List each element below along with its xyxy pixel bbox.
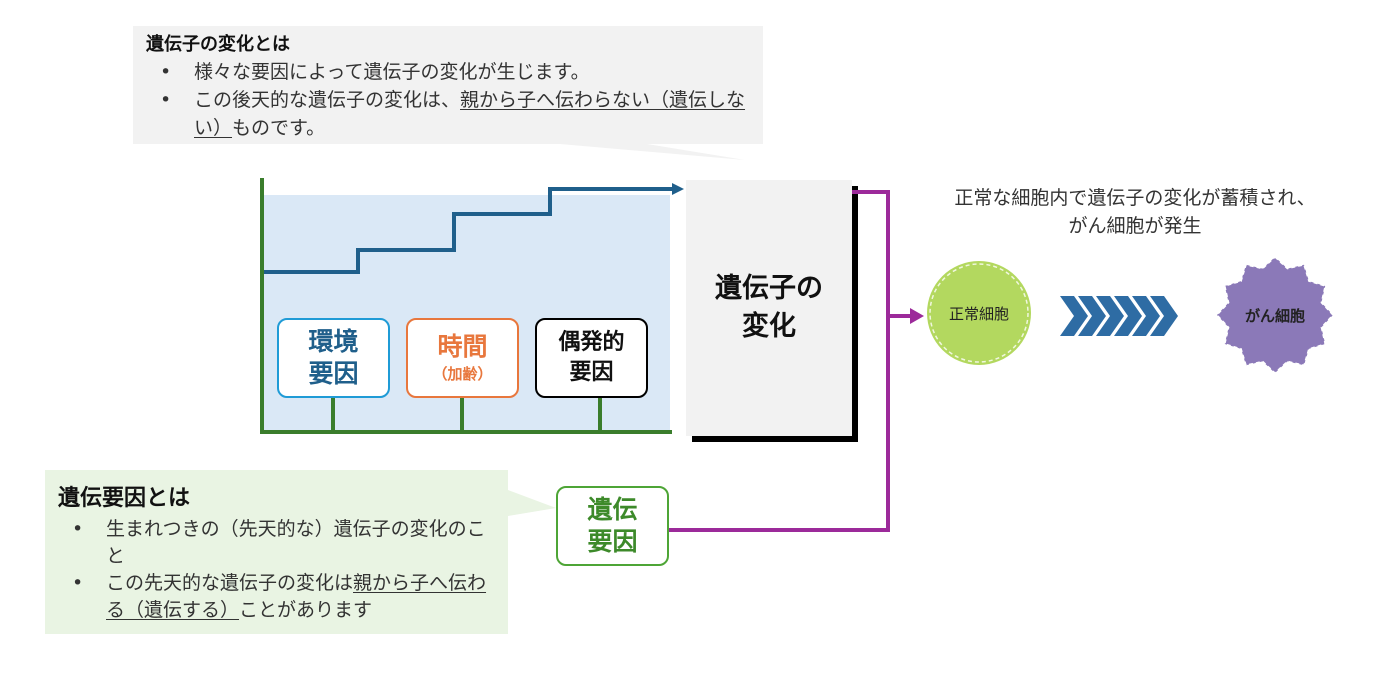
bottom-callout-bullet-1: 生まれつきの（先天的な）遺伝子の変化のこと bbox=[58, 516, 503, 570]
gene-change-label: 遺伝子の 変化 bbox=[715, 273, 823, 342]
top-callout: 遺伝子の変化とは 様々な要因によって遺伝子の変化が生じます。 この後天的な遺伝子… bbox=[146, 32, 746, 142]
genetic-factor-box: 遺伝 要因 bbox=[556, 486, 669, 566]
cancer-cell bbox=[1215, 255, 1335, 375]
normal-cell bbox=[927, 261, 1031, 365]
time-factor-sublabel: （加齢） bbox=[432, 365, 493, 383]
gene-change-box bbox=[686, 180, 852, 436]
time-factor-box: 時間 （加齢） bbox=[406, 318, 519, 398]
bottom-callout: 遺伝要因とは 生まれつきの（先天的な）遺伝子の変化のこと この先天的な遺伝子の変… bbox=[58, 484, 503, 624]
top-callout-title: 遺伝子の変化とは bbox=[146, 34, 290, 55]
chevron-right-icon bbox=[1060, 296, 1178, 336]
random-factor-label: 偶発的 要因 bbox=[558, 330, 625, 385]
connector-top bbox=[669, 190, 890, 532]
top-callout-bullet-1: 様々な要因によって遺伝子の変化が生じます。 bbox=[146, 58, 746, 86]
environment-factor-box: 環境 要因 bbox=[277, 318, 390, 398]
bottom-callout-bullet-2: この先天的な遺伝子の変化は親から子へ伝わる（遺伝する）ことがあります bbox=[58, 570, 503, 624]
bottom-callout-title: 遺伝要因とは bbox=[58, 486, 191, 511]
accumulation-text: 正常な細胞内で遺伝子の変化が蓄積され、 がん細胞が発生 bbox=[954, 187, 1316, 237]
step-arrowhead bbox=[672, 183, 684, 195]
random-factor-box: 偶発的 要因 bbox=[535, 318, 648, 398]
step-line bbox=[264, 187, 672, 274]
genetic-factor-label: 遺伝 要因 bbox=[587, 495, 638, 556]
normal-cell-label: 正常細胞 bbox=[948, 304, 1009, 323]
time-factor-label: 時間 bbox=[437, 332, 488, 361]
connector-arrowhead bbox=[910, 308, 924, 324]
cancer-cell-label: がん細胞 bbox=[1244, 306, 1305, 325]
top-callout-bullet-2: この後天的な遺伝子の変化は、親から子へ伝わらない（遺伝しない）ものです。 bbox=[146, 86, 746, 142]
environment-factor-label: 環境 要因 bbox=[308, 327, 359, 388]
normal-cell-outline bbox=[929, 263, 1029, 363]
